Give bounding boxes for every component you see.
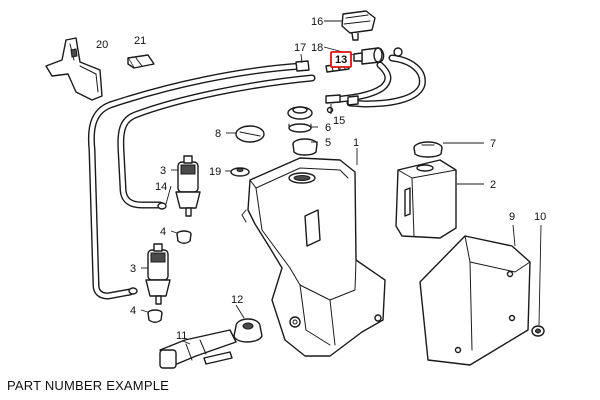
- callout-10: 10: [534, 211, 546, 223]
- callout-17: 17: [294, 42, 306, 54]
- washer-hoses: [87, 54, 426, 300]
- grommet-part-4-lower: [147, 309, 163, 323]
- reservoir-part-2: [395, 159, 457, 239]
- callout-11: 11: [176, 330, 187, 342]
- callout-12: 12: [231, 294, 243, 306]
- callout-16: 16: [311, 16, 323, 28]
- callout-2: 2: [490, 179, 496, 191]
- callout-13: 13: [335, 54, 347, 66]
- callout-19: 19: [209, 166, 221, 178]
- callout-21: 21: [134, 35, 146, 47]
- grommet-part-19: [230, 167, 250, 177]
- caption: PART NUMBER EXAMPLE: [7, 378, 170, 393]
- callout-15: 15: [333, 115, 345, 127]
- hose-clamp-part-14-upper: [157, 202, 167, 210]
- grommet-part-12: [233, 318, 263, 343]
- callout-labels: 16 18 17 20 21 13 15 6 5 8 19 1 7 2 3 14…: [96, 16, 546, 342]
- cap-part-8: [235, 125, 265, 143]
- callout-3-lower: 3: [130, 263, 136, 275]
- callout-8: 8: [215, 128, 221, 140]
- grommet-part-4-upper: [176, 230, 192, 244]
- nozzle-part-16: [341, 10, 376, 41]
- pump-part-3-lower: [145, 243, 171, 305]
- callout-1: 1: [353, 137, 359, 149]
- hose-clamp-part-14-lower: [128, 287, 138, 295]
- callout-7: 7: [490, 138, 496, 150]
- reservoir-part-1: [241, 157, 386, 357]
- callout-20: 20: [96, 39, 108, 51]
- callout-9: 9: [509, 211, 515, 223]
- callout-18: 18: [311, 42, 323, 54]
- callout-4-upper: 4: [160, 226, 166, 238]
- clip-part-21: [127, 54, 155, 69]
- highlight-box-13: [330, 51, 352, 68]
- hose-nozzle-part-17: [295, 60, 310, 72]
- cap-part-7: [413, 141, 443, 158]
- pump-part-3-upper: [175, 155, 201, 217]
- callout-14-upper: 14: [155, 181, 167, 193]
- callout-5: 5: [325, 137, 331, 149]
- level-sensor-part-11: [159, 329, 237, 369]
- callout-3-upper: 3: [160, 165, 166, 177]
- bracket-part-20: [45, 37, 103, 101]
- callout-6: 6: [325, 122, 331, 134]
- nut-part-10: [531, 325, 545, 337]
- callout-4-lower: 4: [130, 305, 136, 317]
- check-valve-part-18: [353, 47, 403, 65]
- fittings-part-15: [325, 94, 359, 114]
- filler-cap-part-6: [287, 106, 313, 133]
- cover-panel-part-9: [419, 235, 531, 366]
- strainer-part-5: [292, 138, 318, 156]
